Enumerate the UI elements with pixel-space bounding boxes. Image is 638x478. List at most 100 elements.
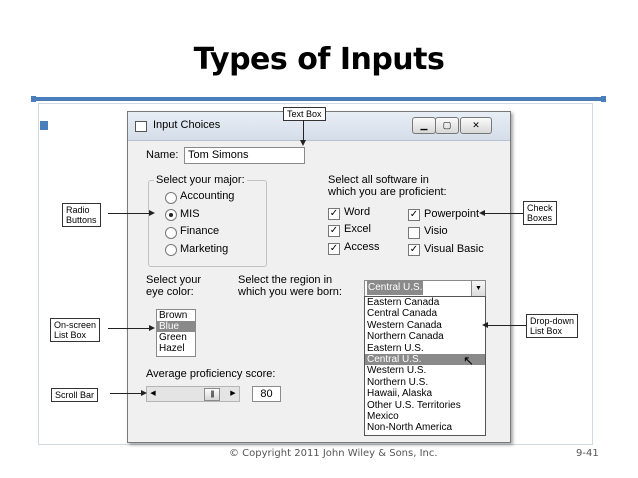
maximize-button[interactable]: ▢ — [435, 117, 459, 134]
input-choices-window: Input Choices ▁ ▢ ✕ Name: Tom Simons Sel… — [127, 111, 511, 443]
callout-dropdown-arrowhead — [482, 322, 488, 328]
checkbox-access[interactable]: ✓ — [328, 243, 340, 255]
bullet-marker — [40, 121, 48, 130]
checkbox-word[interactable]: ✓ — [328, 208, 340, 220]
callout-listbox-line — [108, 328, 150, 329]
checkbox-label-visio: Visio — [424, 225, 448, 237]
callout-check-arrowhead — [479, 210, 485, 216]
window-title: Input Choices — [153, 119, 221, 131]
dropdown-item[interactable]: Western Canada — [367, 319, 442, 331]
dropdown-item[interactable]: Non-North America — [367, 422, 453, 434]
dropdown-item[interactable]: Eastern U.S. — [367, 342, 424, 354]
callout-scroll-bar: Scroll Bar — [51, 388, 99, 402]
radio-finance[interactable] — [165, 227, 177, 239]
callout-dropdown-line — [487, 325, 526, 326]
checkbox-excel[interactable]: ✓ — [328, 225, 340, 237]
radio-accounting[interactable] — [165, 192, 177, 204]
checkbox-label-word: Word — [344, 206, 371, 218]
checkbox-label-powerpoint: Powerpoint — [424, 208, 480, 220]
region-prompt-line2: which you were born: — [238, 286, 342, 298]
dropdown-item[interactable]: Other U.S. Territories — [367, 399, 461, 411]
name-input[interactable]: Tom Simons — [184, 147, 305, 164]
callout-scroll-line — [110, 393, 142, 394]
dropdown-item[interactable]: Northern Canada — [367, 331, 444, 343]
title-divider-cap-right — [601, 96, 606, 102]
eye-color-prompt-line1: Select your — [146, 274, 202, 286]
region-prompt-line1: Select the region in — [238, 274, 333, 286]
score-value-box[interactable]: 80 — [252, 386, 281, 402]
name-label: Name: — [146, 149, 179, 161]
region-dropdown-value: Central U.S. — [367, 281, 424, 295]
scrollbar-thumb[interactable]: ||| — [204, 388, 220, 401]
callout-check-line1: Check — [527, 203, 553, 213]
callout-dropdown-line2: List Box — [530, 326, 563, 336]
radio-mis[interactable] — [165, 209, 177, 221]
software-prompt-line2: which you are proficient: — [328, 186, 447, 198]
major-group-label: Select your major: — [154, 174, 247, 186]
list-item-selected[interactable]: Blue — [157, 321, 195, 332]
maximize-icon: ▢ — [442, 120, 452, 130]
radio-label-marketing: Marketing — [180, 243, 229, 255]
eye-color-listbox[interactable]: Brown Blue Green Hazel — [156, 309, 196, 357]
list-item[interactable]: Green — [159, 332, 187, 343]
slide-title: Types of Inputs — [193, 42, 445, 77]
callout-check-boxes: Check Boxes — [523, 201, 557, 225]
region-dropdown[interactable]: Central U.S. ▼ — [364, 280, 486, 297]
page-number: 9-41 — [576, 448, 599, 459]
checkbox-label-visual-basic: Visual Basic — [424, 243, 484, 255]
dropdown-item[interactable]: Mexico — [367, 410, 399, 422]
callout-radio-buttons: Radio Buttons — [62, 203, 101, 227]
dropdown-item[interactable]: Central Canada — [367, 308, 438, 320]
score-label: Average proficiency score: — [146, 368, 276, 380]
checkbox-label-access: Access — [344, 241, 380, 253]
callout-check-line — [484, 213, 523, 214]
list-item[interactable]: Hazel — [159, 343, 185, 354]
callout-check-line2: Boxes — [527, 213, 553, 223]
radio-label-mis: MIS — [180, 208, 200, 220]
dropdown-item-selected[interactable]: Central U.S. — [365, 353, 485, 366]
close-icon: ✕ — [472, 120, 480, 130]
callout-listbox-line1: On-screen — [54, 320, 97, 330]
callout-radio-line2: Buttons — [66, 215, 97, 225]
checkbox-powerpoint[interactable]: ✓ — [408, 209, 420, 221]
callout-radio-line1: Radio — [66, 205, 90, 215]
minimize-button[interactable]: ▁ — [412, 117, 436, 134]
radio-label-finance: Finance — [180, 225, 220, 237]
callout-radio-line — [108, 213, 150, 214]
callout-text-box: Text Box — [283, 107, 326, 121]
callout-text-box-line — [303, 120, 304, 142]
dropdown-item[interactable]: Western U.S. — [367, 365, 427, 377]
dropdown-item[interactable]: Eastern Canada — [367, 297, 440, 308]
callout-listbox-line2: List Box — [54, 330, 87, 340]
list-item[interactable]: Brown — [159, 310, 188, 321]
radio-label-accounting: Accounting — [180, 190, 235, 202]
close-button[interactable]: ✕ — [460, 117, 492, 134]
mouse-pointer-icon: ↖ — [463, 353, 474, 368]
radio-marketing[interactable] — [165, 244, 177, 256]
callout-scroll-arrowhead — [141, 390, 147, 396]
checkbox-label-excel: Excel — [344, 223, 371, 235]
title-divider — [33, 97, 605, 101]
callout-radio-arrowhead — [149, 210, 155, 216]
dropdown-item[interactable]: Northern U.S. — [367, 376, 429, 388]
copyright-notice: © Copyright 2011 John Wiley & Sons, Inc. — [229, 448, 438, 459]
dropdown-arrow-icon[interactable]: ▼ — [471, 281, 485, 296]
scroll-left-arrow-icon[interactable]: ◀ — [150, 390, 156, 397]
callout-listbox: On-screen List Box — [50, 318, 101, 342]
checkbox-visual-basic[interactable]: ✓ — [408, 244, 420, 256]
callout-text-box-arrowhead — [300, 140, 306, 146]
eye-color-prompt-line2: eye color: — [146, 286, 194, 298]
app-icon — [135, 121, 147, 132]
dropdown-item[interactable]: Hawaii, Alaska — [367, 388, 433, 400]
software-prompt-line1: Select all software in — [328, 174, 429, 186]
scroll-right-arrow-icon[interactable]: ▶ — [230, 390, 236, 397]
content-frame — [38, 103, 593, 445]
minimize-icon: ▁ — [420, 120, 428, 130]
callout-listbox-arrowhead — [149, 325, 155, 331]
title-divider-cap-left — [31, 96, 36, 102]
callout-dropdown-line1: Drop-down — [530, 316, 575, 326]
callout-dropdown: Drop-down List Box — [526, 314, 579, 338]
proficiency-scrollbar[interactable]: ◀ ||| ▶ — [146, 386, 240, 402]
checkbox-visio[interactable] — [408, 227, 420, 239]
